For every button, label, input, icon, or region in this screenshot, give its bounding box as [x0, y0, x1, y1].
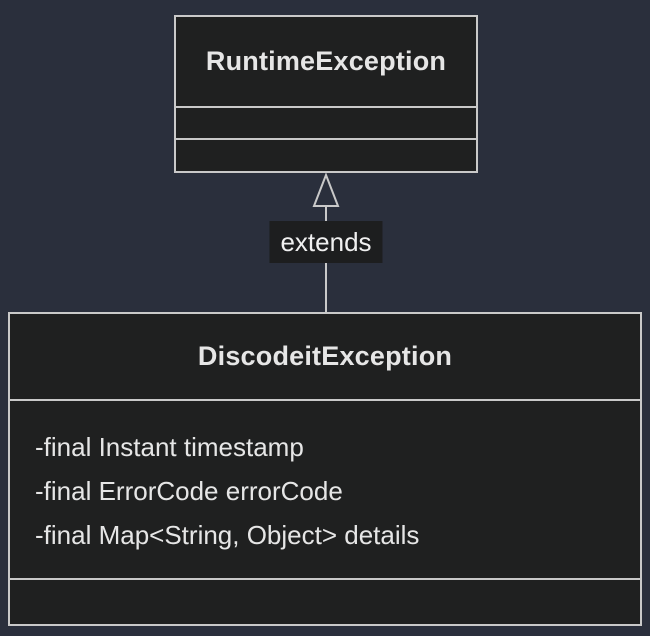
- class-node-runtimeexception: RuntimeException: [174, 15, 478, 173]
- attribute-line: -final Map<String, Object> details: [35, 520, 420, 550]
- edge-label: extends: [269, 221, 383, 263]
- attribute-line: -final ErrorCode errorCode: [35, 476, 343, 506]
- attribute-line: -final Instant timestamp: [35, 432, 304, 462]
- attributes-compartment-empty: [176, 106, 476, 138]
- class-title: RuntimeException: [176, 17, 476, 106]
- class-node-discodeitexception: DiscodeitException -final Instant timest…: [8, 312, 642, 626]
- class-name-label: RuntimeException: [205, 46, 447, 76]
- methods-compartment-empty: [10, 578, 640, 624]
- attributes-compartment: -final Instant timestamp -final ErrorCod…: [10, 399, 640, 578]
- methods-compartment-empty: [176, 138, 476, 171]
- inheritance-triangle-icon: [312, 173, 340, 207]
- class-title: DiscodeitException: [10, 314, 640, 399]
- class-name-label: DiscodeitException: [197, 341, 453, 371]
